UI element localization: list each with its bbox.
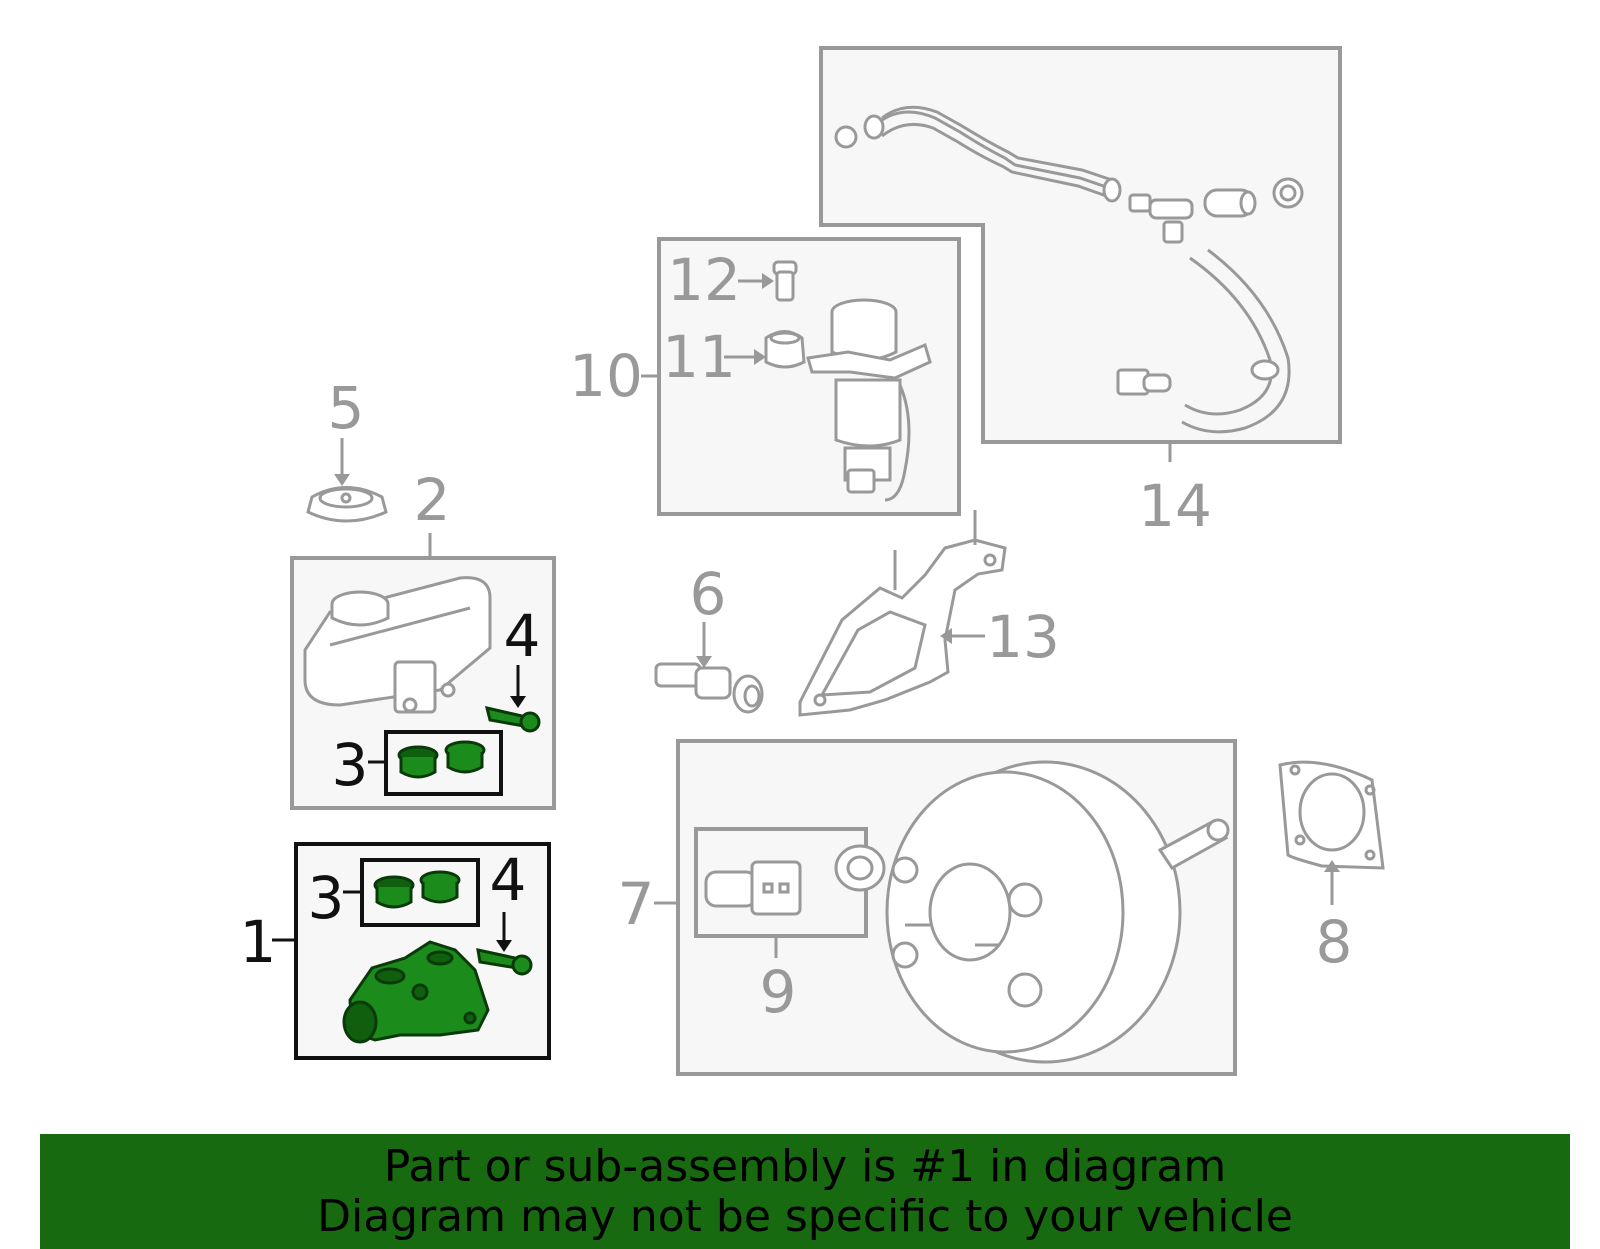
- brake-booster[interactable]: [885, 760, 1230, 1064]
- bracket-13[interactable]: [798, 510, 1007, 717]
- callout-10: 10: [569, 342, 643, 410]
- banner-line-1: Part or sub-assembly is #1 in diagram: [383, 1140, 1227, 1192]
- callout-11: 11: [662, 323, 736, 391]
- callout-4-top: 4: [504, 602, 541, 670]
- reservoir-grommet-3-top[interactable]: [397, 740, 486, 779]
- callout-2: 2: [414, 466, 451, 534]
- reservoir-pin-4-top[interactable]: [484, 705, 541, 733]
- master-cylinder-grommets-3[interactable]: [373, 870, 461, 909]
- callout-3-top: 3: [332, 731, 369, 799]
- mount-bolt-12[interactable]: [772, 260, 798, 302]
- insulator-11[interactable]: [764, 330, 806, 369]
- callout-13: 13: [986, 603, 1060, 671]
- callout-6: 6: [690, 560, 727, 628]
- callout-9: 9: [760, 958, 797, 1026]
- master-cylinder-group: [272, 842, 551, 1060]
- vacuum-hose[interactable]: [834, 105, 1304, 434]
- brake-booster-group: [654, 739, 1237, 1076]
- master-cylinder[interactable]: [342, 940, 490, 1044]
- reservoir-cap-5[interactable]: [306, 486, 388, 523]
- hose-assembly-group: [819, 46, 1342, 462]
- callout-7: 7: [618, 870, 655, 938]
- connector-9[interactable]: [704, 844, 886, 916]
- callout-14: 14: [1138, 472, 1212, 540]
- vacuum-pump-group: [657, 237, 961, 516]
- callout-5: 5: [328, 374, 365, 442]
- callout-12: 12: [667, 246, 741, 314]
- vacuum-pump[interactable]: [806, 298, 932, 502]
- reservoir-group: [290, 533, 556, 810]
- banner-line-2: Diagram may not be specific to your vehi…: [317, 1190, 1293, 1242]
- callout-1: 1: [240, 908, 277, 976]
- gasket-8[interactable]: [1278, 760, 1385, 870]
- callout-3-bottom: 3: [308, 864, 345, 932]
- brake-fluid-reservoir[interactable]: [303, 576, 492, 714]
- master-cylinder-pin-4[interactable]: [476, 948, 533, 976]
- notice-banner: Part or sub-assembly is #1 in diagram Di…: [40, 1134, 1570, 1249]
- brake-switch-6[interactable]: [654, 662, 764, 714]
- callout-8: 8: [1316, 908, 1353, 976]
- callout-4-bottom: 4: [490, 846, 527, 914]
